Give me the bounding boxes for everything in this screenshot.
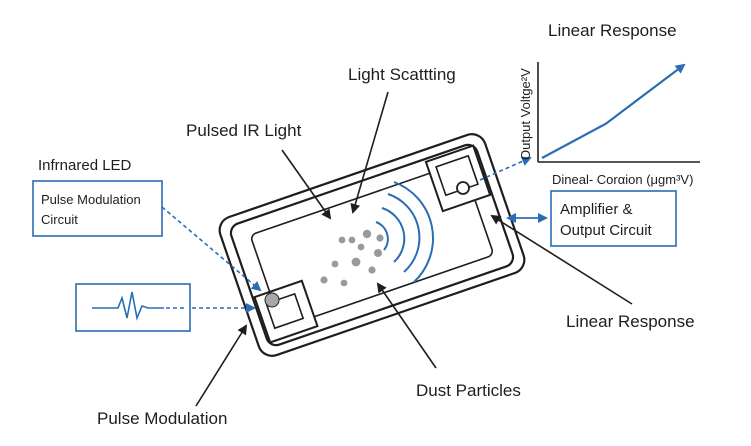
led-dot <box>264 292 280 308</box>
pulse-modulation-circuit-line2: Circuit <box>41 212 78 227</box>
label-infrared-led: Infrnared LED <box>38 157 132 174</box>
pulse-waveform-box <box>75 283 191 332</box>
label-dust-particles: Dust Particles <box>416 381 521 400</box>
pointer-light-scattering <box>350 91 389 214</box>
chart-y-label: Output Voltge²V <box>518 68 533 160</box>
sensor-housing <box>218 133 526 357</box>
detector-to-chart-connector <box>479 156 532 181</box>
amplifier-line1: Amplifier & <box>560 201 633 218</box>
chart-series-line <box>541 63 686 159</box>
linear-response-chart: Linear Response Output Voltge²V Dineal- … <box>518 21 700 187</box>
label-pulsed-ir-light: Pulsed IR Light <box>186 121 302 140</box>
scattering-waves <box>375 181 434 283</box>
dust-particles <box>320 229 384 287</box>
pointer-pulsed-ir <box>281 149 332 220</box>
pulse-waveform-icon <box>92 291 164 321</box>
circuit-to-led-connector <box>161 206 262 292</box>
amplifier-output-box: Amplifier & Output Circuit <box>550 190 677 247</box>
photodetector-housing <box>424 144 492 213</box>
chart-x-label: Dineal- Corαion (μgm³V) <box>552 172 693 187</box>
pulse-modulation-circuit-box: Pulse Modulation Circuit <box>32 180 163 237</box>
pointer-linear-response <box>490 214 633 305</box>
pulse-modulation-circuit-line1: Pulse Modulation <box>41 192 141 207</box>
pointer-dust-particles <box>376 282 437 369</box>
detector-lens-icon <box>456 181 470 195</box>
chart-title: Linear Response <box>548 21 677 40</box>
label-pulse-modulation: Pulse Modulation <box>97 409 227 428</box>
label-linear-response-right: Linear Response <box>566 312 695 331</box>
label-light-scattering: Light Scattting <box>348 65 456 84</box>
amplifier-line2: Output Circuit <box>560 222 653 239</box>
pointer-pulse-modulation <box>195 324 248 407</box>
